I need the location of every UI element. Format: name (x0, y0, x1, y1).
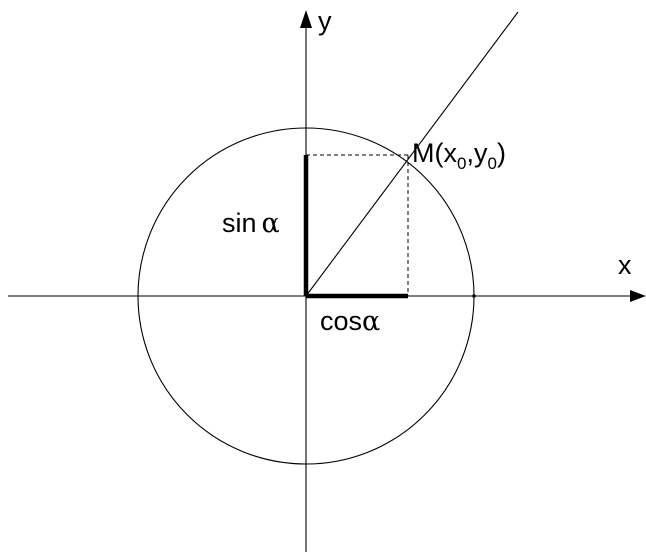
point-name: M (412, 138, 435, 168)
x-axis-label: x (618, 250, 632, 280)
point-x-symbol: x (444, 138, 458, 168)
point-label: M(x0,y0) (412, 138, 506, 173)
point-y-symbol: y (474, 138, 488, 168)
radius-ray (305, 11, 519, 297)
cos-alpha-symbol: α (362, 306, 380, 337)
cos-function: cos (320, 306, 362, 336)
cos-label: cosα (320, 306, 380, 337)
sin-function: sin (222, 208, 257, 238)
point-y-index: 0 (487, 154, 496, 173)
y-axis-arrow-icon (300, 10, 312, 28)
circle-x-intersection-dot (472, 294, 476, 298)
sin-alpha-symbol: α (262, 208, 280, 239)
point-x-index: 0 (457, 154, 466, 173)
y-axis-label: y (318, 6, 332, 36)
x-axis-arrow-icon (630, 290, 646, 302)
